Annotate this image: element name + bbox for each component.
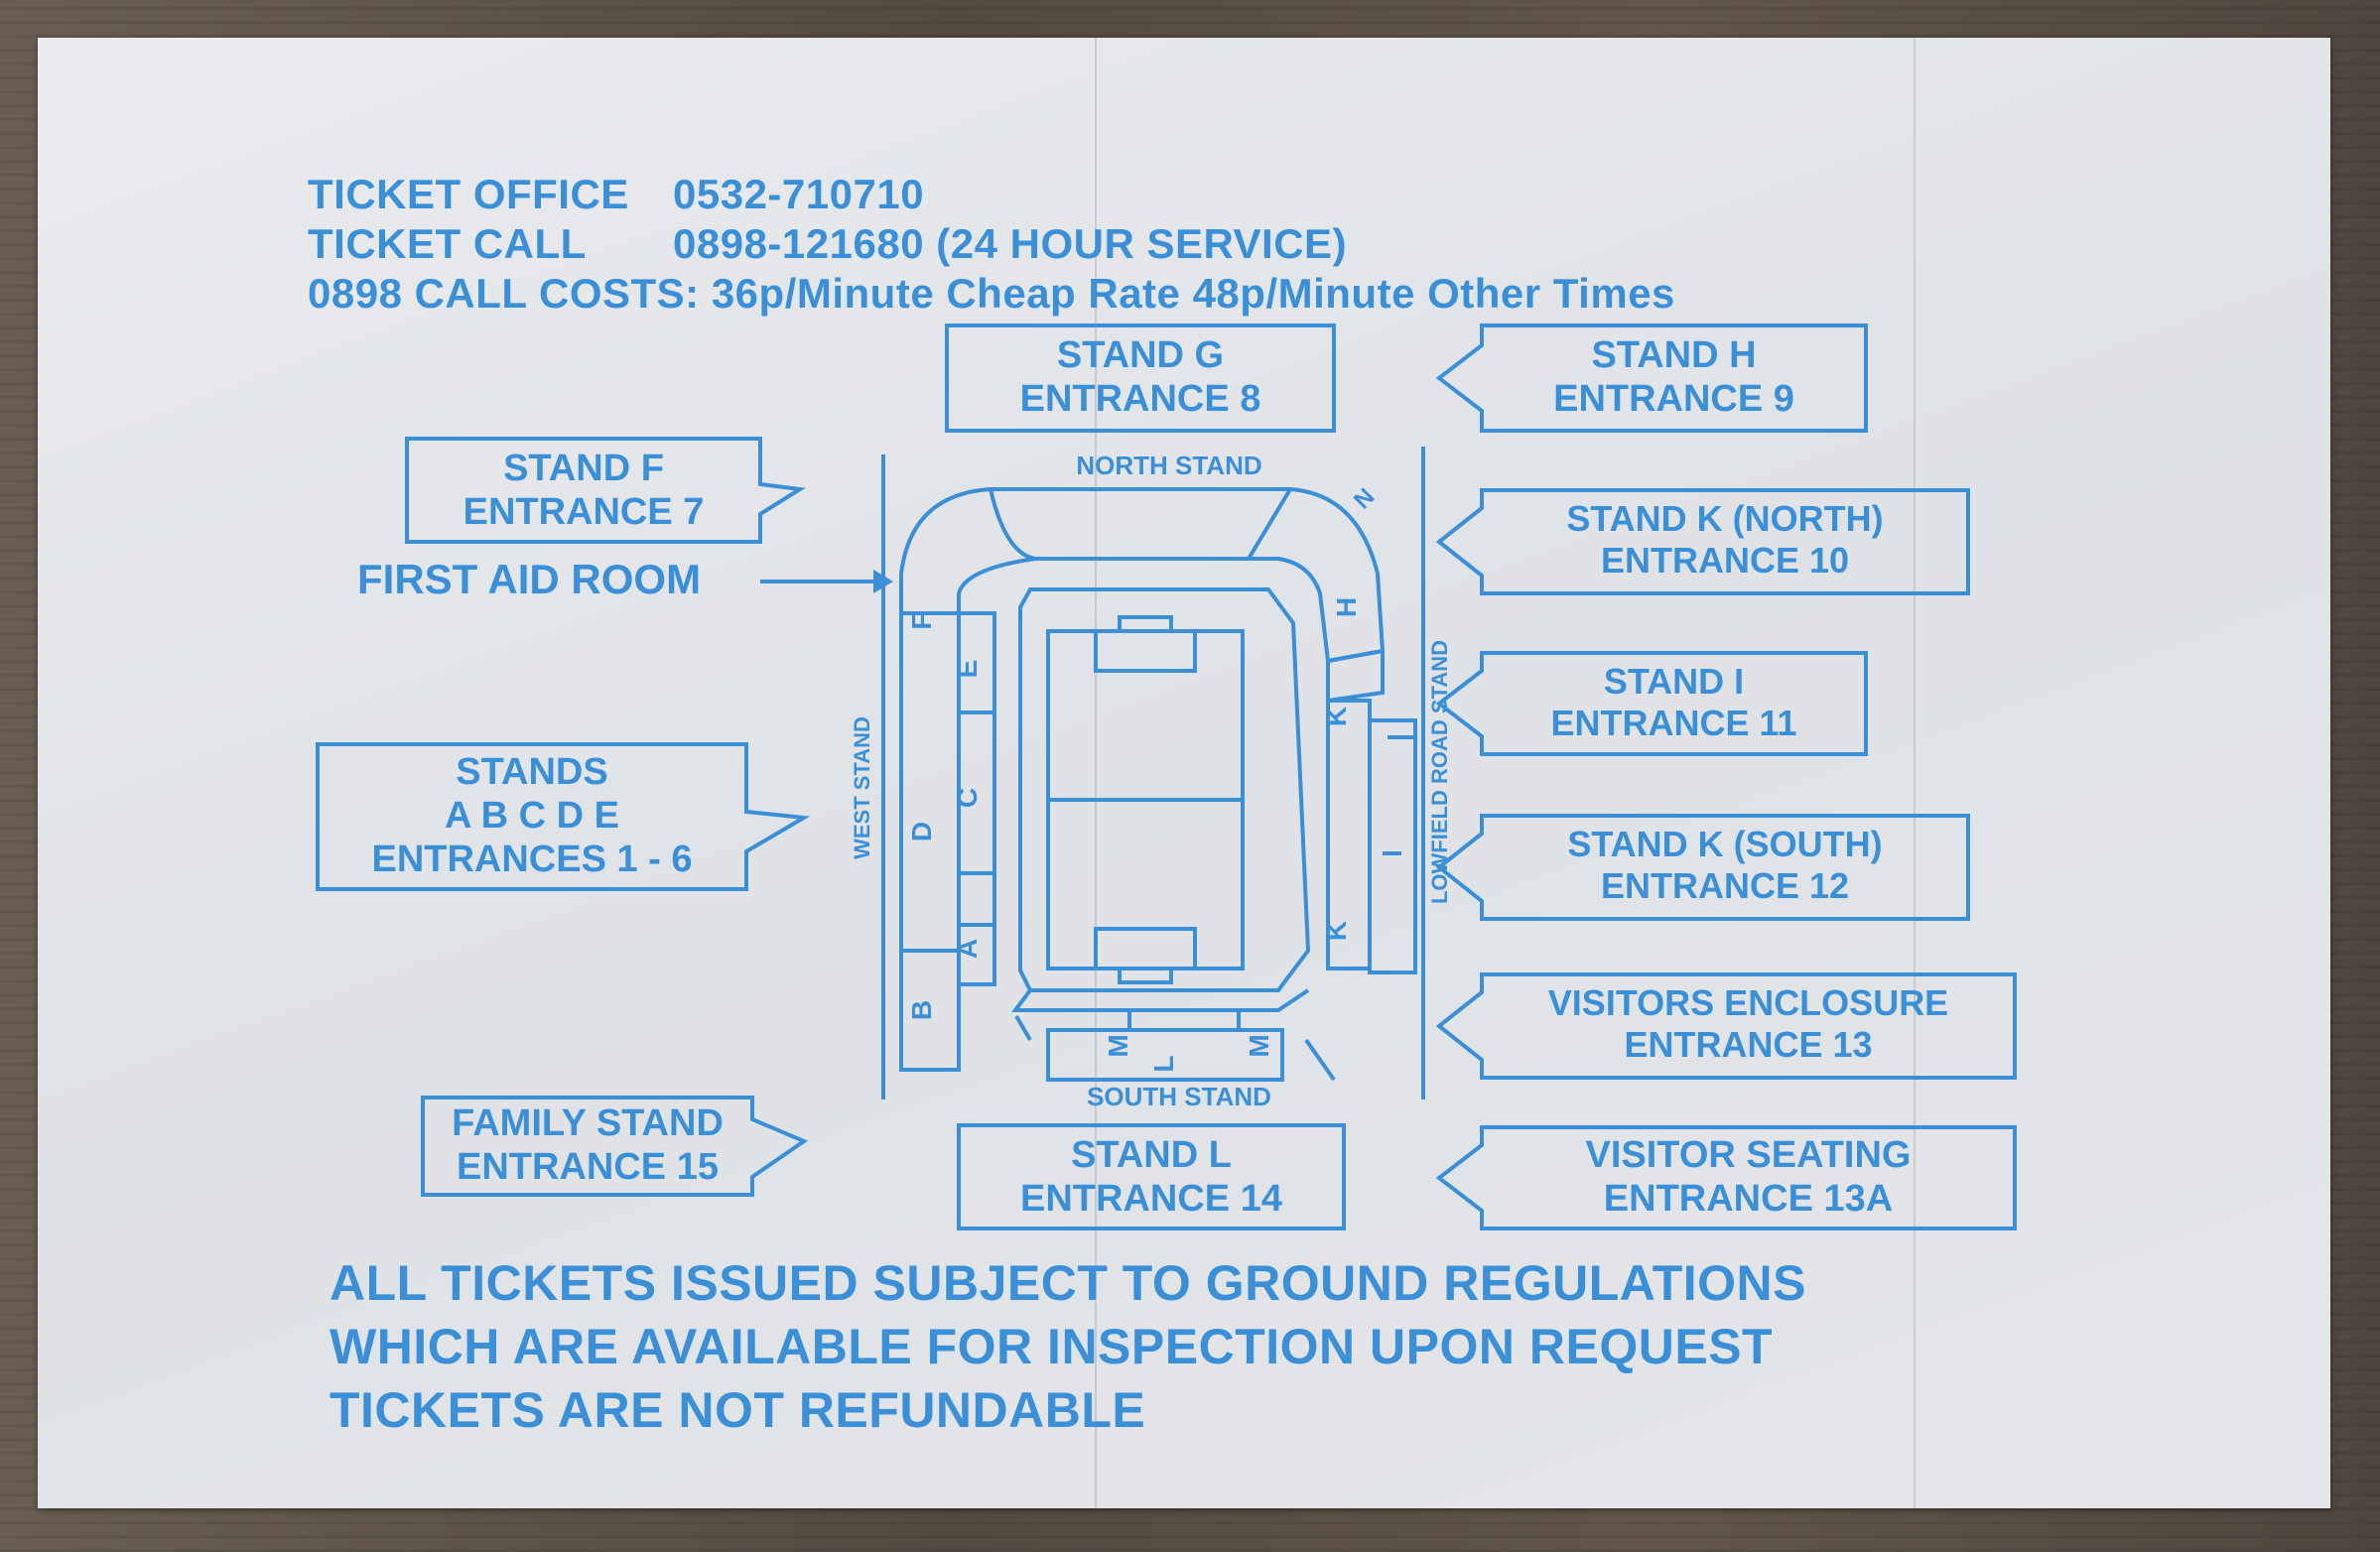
north-arrow-icon: N <box>1349 483 1380 514</box>
callout-box-stand-i <box>1435 651 1868 756</box>
stand-letter-h: H <box>1331 597 1362 617</box>
north-penalty-box <box>1094 629 1197 673</box>
callout-line: ENTRANCE 14 <box>1020 1178 1282 1220</box>
stand-i-east <box>1368 718 1417 974</box>
ticket-office-label: TICKET OFFICE <box>308 171 629 217</box>
callout-line: STAND H <box>1591 334 1757 376</box>
stand-h-lower <box>1326 648 1385 704</box>
call-costs: 0898 CALL COSTS: 36p/Minute Cheap Rate 4… <box>308 270 1675 317</box>
footer-line-2: WHICH ARE AVAILABLE FOR INSPECTION UPON … <box>330 1319 1774 1374</box>
callout-box-visitor-seating <box>1435 1125 2017 1230</box>
stand-letter-m-west: M <box>1103 1034 1133 1057</box>
callout-family-stand: FAMILY STAND ENTRANCE 15 <box>423 1101 752 1189</box>
west-stand-label: WEST STAND <box>850 716 874 859</box>
stand-letter-k-north: K <box>1321 707 1352 726</box>
fold-crease <box>1095 38 1097 1508</box>
callout-line: A B C D E <box>445 795 619 837</box>
callout-line: ENTRANCE 12 <box>1600 865 1850 906</box>
stand-letter-m-east: M <box>1244 1034 1274 1057</box>
stand-letter-k-south: K <box>1321 921 1352 941</box>
callout-line: STAND I <box>1603 661 1745 702</box>
north-stand-division <box>1247 487 1292 561</box>
stand-letter-f: F <box>906 612 937 629</box>
callout-box-stand-l <box>957 1123 1346 1230</box>
footer-line-1: ALL TICKETS ISSUED SUBJECT TO GROUND REG… <box>330 1255 1806 1311</box>
stand-letter-i: I <box>1377 849 1407 857</box>
callout-line: VISITOR SEATING <box>1585 1134 1912 1176</box>
callout-stand-l: STAND L ENTRANCE 14 <box>959 1133 1344 1221</box>
callout-stand-k-south: STAND K (SOUTH) ENTRANCE 12 <box>1482 824 1968 907</box>
callout-box-stand-k-south <box>1435 814 1970 921</box>
callout-box-stands-abcde <box>316 742 811 891</box>
inner-bowl <box>1018 587 1311 992</box>
north-stand-label: NORTH STAND <box>1076 451 1261 480</box>
callout-line: ENTRANCE 9 <box>1553 378 1794 420</box>
callout-line: ENTRANCE 10 <box>1600 540 1850 581</box>
callout-box-stand-k-north <box>1435 488 1970 595</box>
stand-letter-e: E <box>952 660 983 679</box>
south-east-path <box>1304 1038 1336 1082</box>
north-stand-outline <box>988 487 1386 664</box>
north-west-corner <box>899 487 1036 615</box>
callout-line: ENTRANCES 1 - 6 <box>371 839 693 880</box>
callout-line: VISITORS ENCLOSURE <box>1547 982 1949 1023</box>
ticket-call-label: TICKET CALL <box>308 220 587 267</box>
callout-outlines <box>316 323 2017 1230</box>
ticket: TICKET OFFICE 0532-710710 TICKET CALL 08… <box>38 38 2330 1508</box>
callout-stand-k-north: STAND K (NORTH) ENTRANCE 10 <box>1482 498 1968 582</box>
ticket-call-number: 0898-121680 (24 HOUR SERVICE) <box>673 220 1348 267</box>
south-curve <box>1011 988 1310 1012</box>
callout-line: ENTRANCE 13A <box>1603 1178 1894 1220</box>
callout-line: STAND K (NORTH) <box>1566 498 1884 539</box>
stand-b <box>899 949 961 1072</box>
callout-box-stand-f <box>405 437 806 544</box>
fold-crease <box>1914 38 1916 1508</box>
callout-line: ENTRANCE 8 <box>1019 378 1261 420</box>
callout-stands-abcde: STANDS A B C D E ENTRANCES 1 - 6 <box>318 750 746 881</box>
callout-box-stand-g <box>945 323 1336 433</box>
south-goal <box>1118 967 1173 984</box>
south-penalty-box <box>1094 927 1197 970</box>
callout-line: ENTRANCE 15 <box>457 1146 719 1188</box>
callout-box-family-stand <box>421 1096 809 1197</box>
callout-line: STAND F <box>503 448 664 489</box>
stand-letter-d: D <box>906 822 937 841</box>
callout-line: STAND G <box>1056 334 1225 376</box>
callout-line: STAND L <box>1071 1134 1232 1176</box>
callout-line: STAND K (SOUTH) <box>1567 824 1883 864</box>
stand-letter-c: C <box>952 788 983 808</box>
callout-line: ENTRANCE 7 <box>463 491 705 533</box>
first-aid-room-label: FIRST AID ROOM <box>357 556 702 602</box>
callout-stand-i: STAND I ENTRANCE 11 <box>1482 661 1866 744</box>
callout-line: STANDS <box>456 751 608 793</box>
north-goal <box>1118 615 1173 633</box>
callout-box-stand-h <box>1435 323 1868 433</box>
stand-letter-b: B <box>906 1000 937 1020</box>
stand-l-south <box>1046 1028 1284 1082</box>
south-west-path <box>1014 1014 1032 1042</box>
ticket-office-number: 0532-710710 <box>673 171 925 217</box>
callout-visitor-seating: VISITOR SEATING ENTRANCE 13A <box>1482 1133 2015 1221</box>
stand-letter-l: L <box>1148 1055 1179 1072</box>
lowfield-road-stand-label: LOWFIELD ROAD STAND <box>1427 640 1452 904</box>
south-stand-label: SOUTH STAND <box>1087 1082 1271 1111</box>
west-stand-f-d <box>899 611 961 953</box>
callout-line: ENTRANCE 11 <box>1550 703 1797 743</box>
stand-gap <box>957 871 996 927</box>
stand-letter-a: A <box>952 939 983 959</box>
callout-line: ENTRANCE 13 <box>1624 1024 1873 1065</box>
callout-stand-f: STAND F ENTRANCE 7 <box>407 447 760 534</box>
callout-visitors-enclosure: VISITORS ENCLOSURE ENTRANCE 13 <box>1482 982 2015 1066</box>
footer-line-3: TICKETS ARE NOT REFUNDABLE <box>330 1382 1146 1438</box>
callout-box-visitors-enclosure <box>1435 972 2017 1080</box>
callout-line: FAMILY STAND <box>452 1102 724 1144</box>
stadium-map: NORTH STAND SOUTH STAND WEST STAND LOWFI… <box>850 447 1452 1111</box>
callout-stand-h: STAND H ENTRANCE 9 <box>1482 333 1866 421</box>
callout-stand-g: STAND G ENTRANCE 8 <box>947 333 1334 421</box>
